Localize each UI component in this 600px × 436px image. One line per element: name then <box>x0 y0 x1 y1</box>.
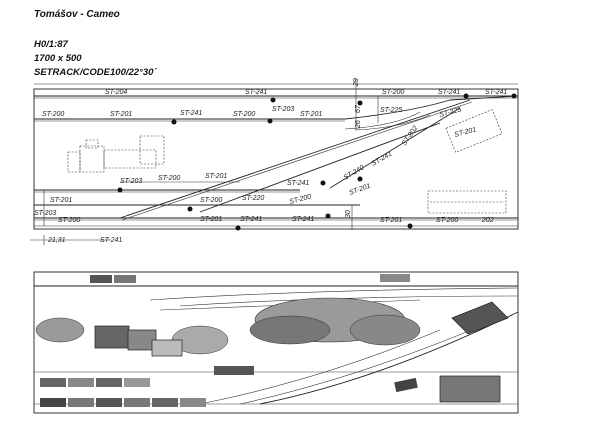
track-label: ST-201 <box>200 216 222 223</box>
track-label: ST-201 <box>110 111 132 118</box>
track-label: ST-204 <box>105 89 127 96</box>
track-label: ST-225 <box>439 106 462 119</box>
track-label: ST-241 <box>485 89 507 96</box>
main-tracks <box>33 78 519 227</box>
track-label: ST-203 <box>34 210 56 217</box>
tree-area <box>35 297 421 355</box>
track-label: ST-201 <box>300 111 322 118</box>
track-label: ST-200 <box>58 217 80 224</box>
scale-label: H0/1:87 <box>34 39 68 50</box>
station-building-outline <box>67 135 165 173</box>
size-label: 1700 x 500 <box>34 53 82 64</box>
track-label: ST-241 <box>245 89 267 96</box>
plan-title: Tomášov - Cameo <box>34 9 120 20</box>
dimension-lines <box>30 206 353 245</box>
track-label: ST-220 <box>242 195 264 202</box>
track-label: ST-201 <box>205 173 227 180</box>
track-label: ST-200 <box>42 111 64 118</box>
track-label: ST-202 <box>401 125 420 147</box>
dimension-label: 21,31 <box>47 237 66 244</box>
station-building-sketch <box>94 325 183 357</box>
dimension-label: 67 <box>355 104 362 113</box>
track-label: ST-241 <box>438 89 460 96</box>
dimension-label: 29 <box>353 78 360 87</box>
hidden-sidings-outline <box>427 109 507 214</box>
track-label: ST-201 <box>380 217 402 224</box>
plan-outline <box>33 83 519 230</box>
track-label: ST-200 <box>289 193 312 206</box>
track-label: ST-201 <box>454 126 477 139</box>
dimension-label: 30 <box>345 210 352 218</box>
track-label: ST-241 <box>240 216 262 223</box>
track-label: ST-201 <box>50 197 72 204</box>
track-label: ST-241 <box>287 180 309 187</box>
track-label: 202 <box>481 217 494 224</box>
track-label: ST-241 <box>100 237 122 244</box>
track-label: ST-200 <box>200 197 222 204</box>
engine-shed-sketch <box>439 301 509 403</box>
track-label: ST-200 <box>158 175 180 182</box>
rolling-stock-top <box>90 274 410 283</box>
track-piece-labels: ST-204 ST-241 ST-200 ST-201 ST-241 ST-20… <box>34 78 507 244</box>
track-label: ST-203 <box>272 106 294 113</box>
uncoupler-dots <box>117 93 517 231</box>
track-label: ST-225 <box>380 107 402 114</box>
track-label: ST-200 <box>233 111 255 118</box>
rolling-stock-yard <box>40 366 418 407</box>
track-system-label: SETRACK/CODE100/22°30´ <box>34 67 157 78</box>
dimension-label: 26 <box>355 120 362 129</box>
track-label: ST-200 <box>382 89 404 96</box>
track-label: ST-201 <box>348 183 371 197</box>
track-label: ST-241 <box>180 110 202 117</box>
track-label: ST-241 <box>371 150 394 167</box>
track-label: ST-203 <box>120 178 142 185</box>
track-label: ST-200 <box>436 217 458 224</box>
track-label: ST-241 <box>292 216 314 223</box>
